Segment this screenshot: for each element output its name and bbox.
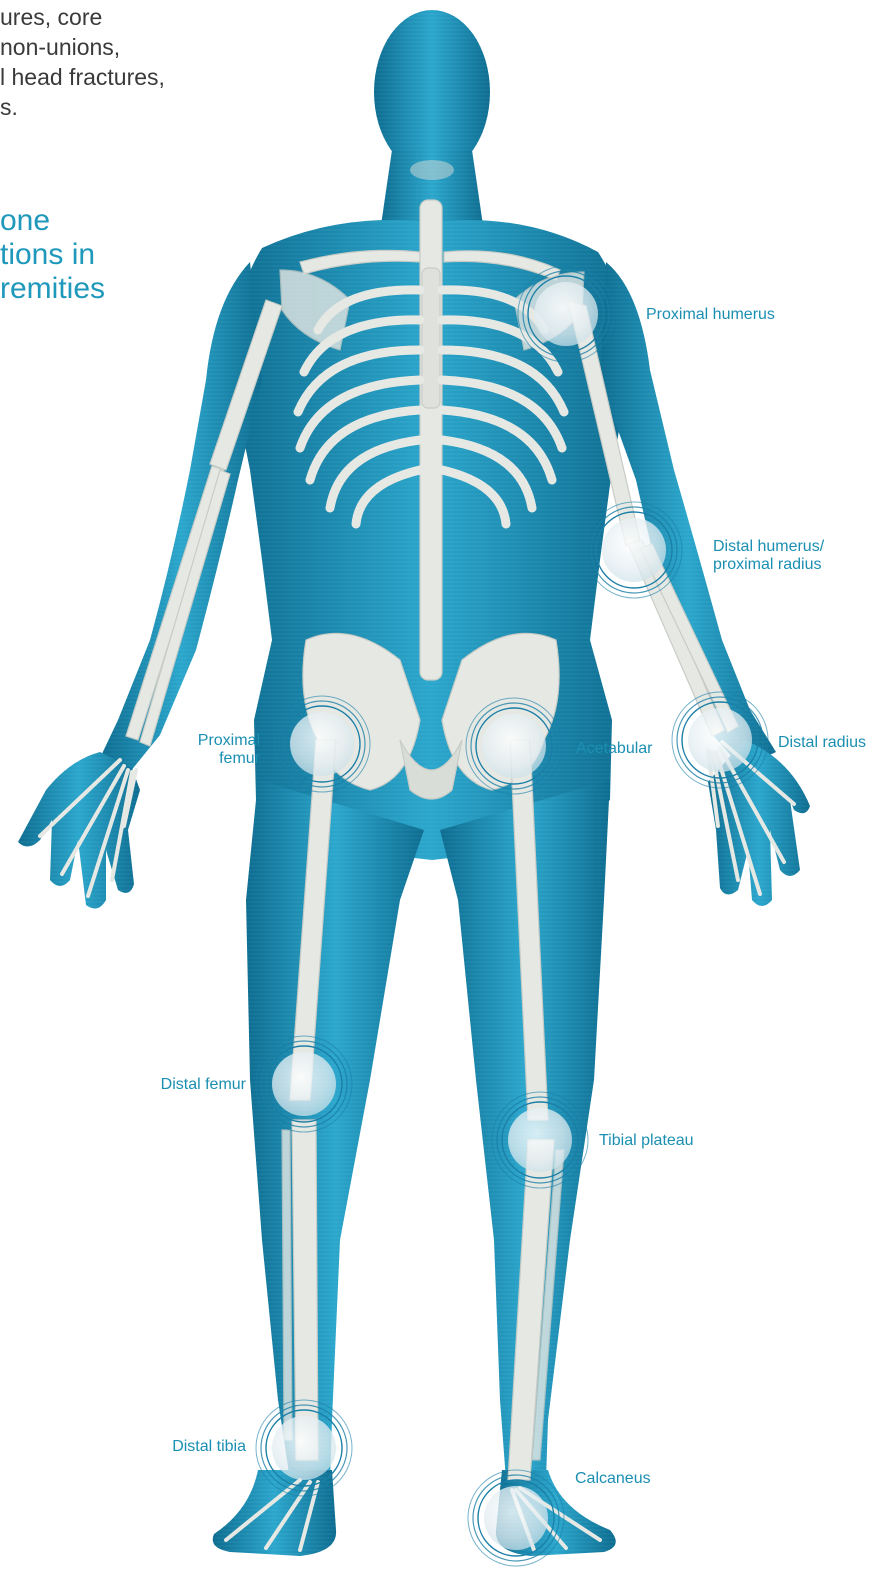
headline-line: remities [0, 272, 105, 306]
label-proximal-femur: Proximal femur [160, 732, 260, 768]
intro-line: l head fractures, [0, 62, 240, 92]
label-distal-humerus: Distal humerus/ proximal radius [713, 538, 824, 574]
intro-line: s. [0, 92, 240, 122]
label-acetabular: Acetabular [576, 740, 653, 758]
headline: one tions in remities [0, 204, 105, 306]
label-line: femur [160, 750, 260, 768]
intro-line: non-unions, [0, 32, 240, 62]
label-line: Distal humerus/ [713, 538, 824, 556]
intro-line: ures, core [0, 2, 240, 32]
label-distal-femur: Distal femur [120, 1076, 246, 1094]
label-proximal-humerus: Proximal humerus [646, 306, 775, 324]
headline-line: tions in [0, 238, 105, 272]
intro-paragraph: ures, core non-unions, l head fractures,… [0, 2, 240, 122]
label-line: Proximal [160, 732, 260, 750]
label-distal-tibia: Distal tibia [130, 1438, 246, 1456]
label-distal-radius: Distal radius [778, 734, 866, 752]
label-line: proximal radius [713, 556, 824, 574]
label-tibial-plateau: Tibial plateau [599, 1132, 694, 1150]
label-calcaneus: Calcaneus [575, 1470, 651, 1488]
headline-line: one [0, 204, 105, 238]
